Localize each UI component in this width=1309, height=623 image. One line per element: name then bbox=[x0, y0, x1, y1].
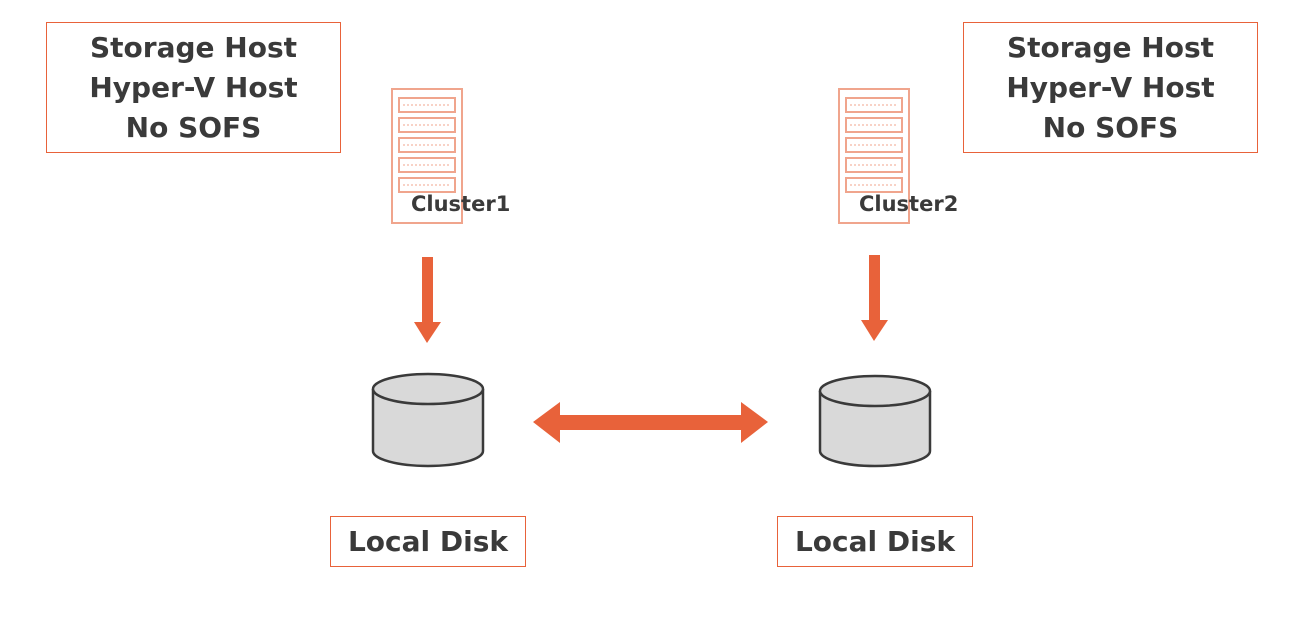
left-host-line-3: No SOFS bbox=[125, 110, 262, 144]
right-host-line-3: No SOFS bbox=[1042, 110, 1179, 144]
disk-icon bbox=[371, 372, 485, 468]
down-arrow-icon bbox=[414, 257, 441, 343]
left-host-role-box: Storage Host Hyper-V Host No SOFS bbox=[46, 22, 341, 153]
cluster2-label: Cluster2 bbox=[859, 192, 959, 216]
down-arrow-icon bbox=[861, 255, 888, 341]
left-local-disk-text: Local Disk bbox=[347, 525, 509, 558]
left-host-line-2: Hyper-V Host bbox=[89, 70, 298, 104]
server-rack-icon bbox=[838, 88, 910, 224]
right-host-role-box: Storage Host Hyper-V Host No SOFS bbox=[963, 22, 1258, 153]
bidirectional-arrow-icon bbox=[533, 402, 768, 443]
left-local-disk-label: Local Disk bbox=[330, 516, 526, 567]
right-local-disk-label: Local Disk bbox=[777, 516, 973, 567]
disk-icon bbox=[818, 374, 932, 468]
right-host-line-2: Hyper-V Host bbox=[1006, 70, 1215, 104]
right-host-line-1: Storage Host bbox=[1007, 30, 1214, 64]
right-local-disk-text: Local Disk bbox=[794, 525, 956, 558]
server-rack-icon bbox=[391, 88, 463, 224]
left-host-line-1: Storage Host bbox=[90, 30, 297, 64]
cluster1-label: Cluster1 bbox=[411, 192, 511, 216]
